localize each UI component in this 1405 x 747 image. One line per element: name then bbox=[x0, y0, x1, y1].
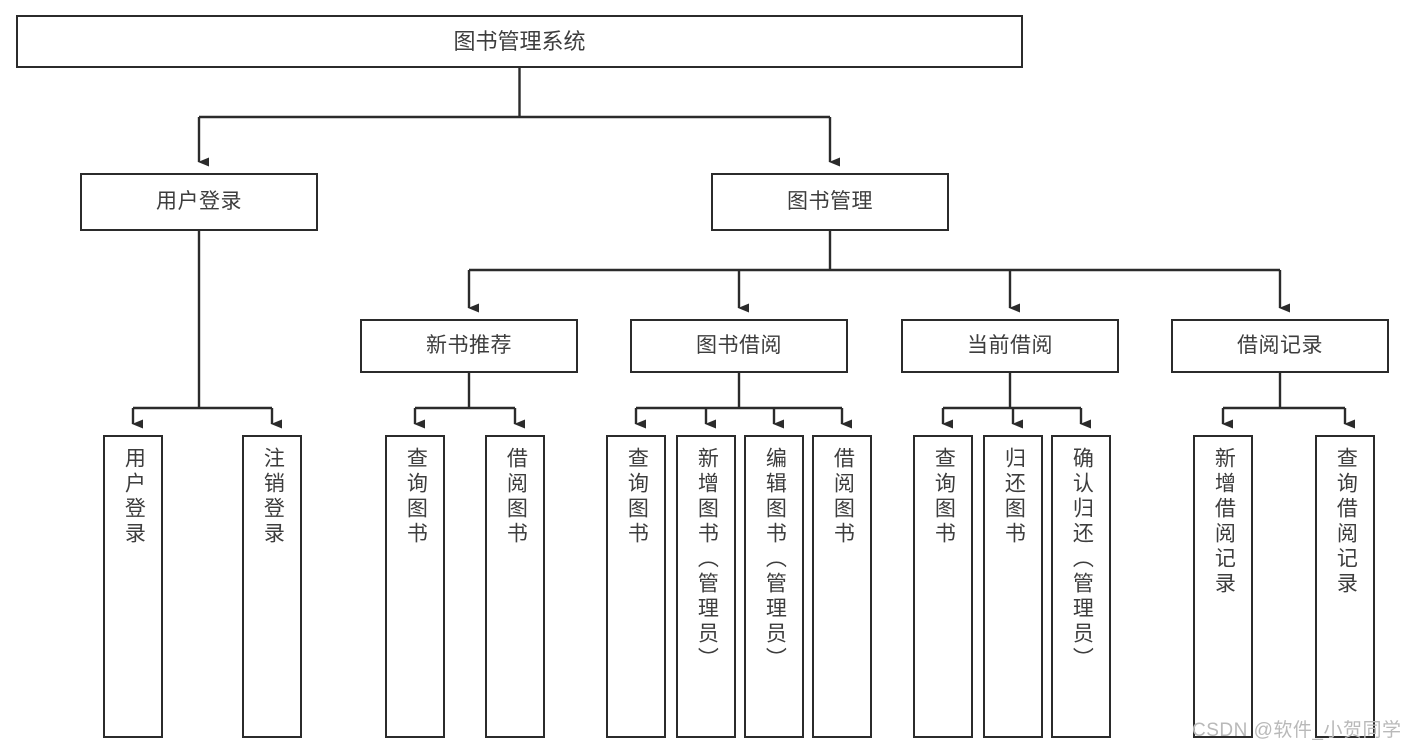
leaf-query-book-a-label: 查询图书 bbox=[404, 447, 428, 547]
leaf-return-book[interactable]: 归还图书 bbox=[983, 435, 1043, 738]
leaf-query-book-c[interactable]: 查询图书 bbox=[913, 435, 973, 738]
leaf-add-book-admin-label: 新增图书（管理员） bbox=[695, 447, 719, 672]
leaf-add-borrow-record-label: 新增借阅记录 bbox=[1212, 447, 1236, 597]
node-root-label: 图书管理系统 bbox=[453, 28, 586, 54]
leaf-query-book-b-label: 查询图书 bbox=[625, 447, 649, 547]
node-new-book-recommend-label: 新书推荐 bbox=[426, 333, 512, 357]
leaf-edit-book-admin-label: 编辑图书（管理员） bbox=[763, 447, 787, 672]
node-borrow-record[interactable]: 借阅记录 bbox=[1171, 319, 1389, 373]
leaf-add-book-admin[interactable]: 新增图书（管理员） bbox=[676, 435, 736, 738]
leaf-query-book-a[interactable]: 查询图书 bbox=[385, 435, 445, 738]
leaf-query-borrow-record[interactable]: 查询借阅记录 bbox=[1315, 435, 1375, 738]
node-current-borrow[interactable]: 当前借阅 bbox=[901, 319, 1119, 373]
node-book-manage-label: 图书管理 bbox=[787, 189, 873, 213]
leaf-edit-book-admin[interactable]: 编辑图书（管理员） bbox=[744, 435, 804, 738]
leaf-logout-login[interactable]: 注销登录 bbox=[242, 435, 302, 738]
leaf-borrow-book-a-label: 借阅图书 bbox=[504, 447, 528, 547]
leaf-logout-login-label: 注销登录 bbox=[261, 447, 285, 547]
csdn-watermark: CSDN @软件_小贺同学 bbox=[1192, 720, 1402, 741]
node-current-borrow-label: 当前借阅 bbox=[967, 333, 1053, 357]
leaf-query-book-c-label: 查询图书 bbox=[932, 447, 956, 547]
leaf-borrow-book-b-label: 借阅图书 bbox=[831, 447, 855, 547]
node-book-manage[interactable]: 图书管理 bbox=[711, 173, 949, 231]
leaf-user-login-label: 用户登录 bbox=[122, 447, 146, 547]
node-root[interactable]: 图书管理系统 bbox=[16, 15, 1023, 68]
leaf-confirm-return[interactable]: 确认归还（管理员） bbox=[1051, 435, 1111, 738]
node-borrow-record-label: 借阅记录 bbox=[1237, 333, 1323, 357]
leaf-user-login[interactable]: 用户登录 bbox=[103, 435, 163, 738]
leaf-return-book-label: 归还图书 bbox=[1002, 447, 1026, 547]
node-new-book-recommend[interactable]: 新书推荐 bbox=[360, 319, 578, 373]
leaf-borrow-book-a[interactable]: 借阅图书 bbox=[485, 435, 545, 738]
node-book-borrow-label: 图书借阅 bbox=[696, 333, 782, 357]
node-user-login-label: 用户登录 bbox=[156, 189, 242, 213]
leaf-add-borrow-record[interactable]: 新增借阅记录 bbox=[1193, 435, 1253, 738]
node-user-login[interactable]: 用户登录 bbox=[80, 173, 318, 231]
node-book-borrow[interactable]: 图书借阅 bbox=[630, 319, 848, 373]
leaf-confirm-return-label: 确认归还（管理员） bbox=[1070, 447, 1094, 672]
leaf-query-borrow-record-label: 查询借阅记录 bbox=[1334, 447, 1358, 597]
leaf-borrow-book-b[interactable]: 借阅图书 bbox=[812, 435, 872, 738]
leaf-query-book-b[interactable]: 查询图书 bbox=[606, 435, 666, 738]
